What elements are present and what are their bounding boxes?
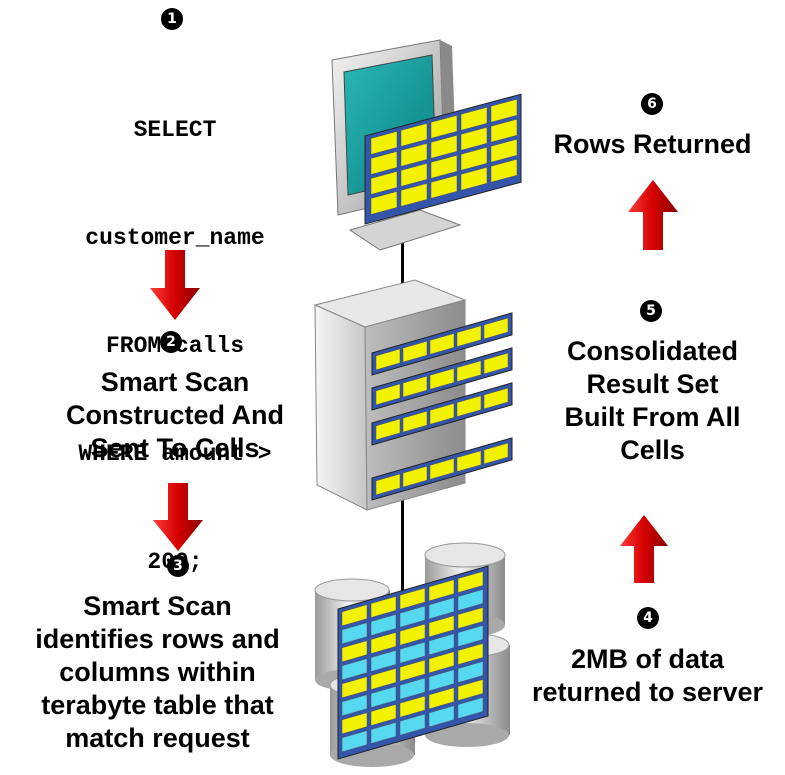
step-2-line: Smart Scan — [100, 367, 250, 397]
server-grid-3 — [371, 382, 513, 446]
sql-line: customer_name — [85, 225, 265, 251]
sql-line: WHERE amount > — [78, 441, 272, 467]
terabyte-table-grid — [337, 565, 489, 760]
server-grid-4 — [371, 437, 513, 501]
step-6-line: Rows Returned — [553, 129, 752, 159]
step-4-number: 4 — [637, 607, 659, 629]
step-1-number: 1 — [161, 8, 183, 30]
step-2-number: 2 — [160, 331, 182, 353]
step-4-line: returned to server — [531, 677, 764, 707]
step-6-text: Rows Returned — [515, 128, 785, 161]
sql-line: SELECT — [133, 117, 217, 143]
step-5-number: 5 — [640, 300, 662, 322]
down-arrow-2 — [153, 483, 203, 551]
step-5-text: Consolidated Result Set Built From All C… — [515, 335, 785, 467]
up-arrow-2 — [620, 515, 668, 583]
step-3-line: identifies rows and — [35, 624, 280, 654]
step-5-line: Built From All — [564, 402, 741, 432]
step-3-text: Smart Scan identifies rows and columns w… — [5, 590, 310, 755]
step-2-line: Constructed And — [66, 400, 284, 430]
sql-query: SELECT customer_name FROM calls WHERE am… — [30, 40, 320, 616]
step-5-line: Consolidated — [566, 336, 738, 366]
server-grid-2 — [371, 347, 513, 411]
step-4-text: 2MB of data returned to server — [510, 643, 785, 709]
step-3-line: match request — [65, 723, 250, 753]
step-3-line: terabyte table that — [41, 690, 274, 720]
server-grid-1 — [371, 312, 513, 376]
monitor-result-grid — [364, 93, 522, 225]
step-6-number: 6 — [641, 93, 663, 115]
sql-line: FROM calls — [105, 333, 245, 359]
step-5-line: Result Set — [586, 369, 719, 399]
up-arrow-1 — [628, 180, 678, 250]
down-arrow-1 — [150, 250, 200, 320]
step-3-line: Smart Scan — [83, 591, 232, 621]
step-4-line: 2MB of data — [570, 644, 724, 674]
step-2-text: Smart Scan Constructed And Sent To Cells — [25, 366, 325, 465]
step-3-number: 3 — [167, 555, 189, 577]
step-3-line: columns within — [59, 657, 256, 687]
step-2-line: Sent To Cells — [90, 433, 260, 463]
step-5-line: Cells — [620, 435, 685, 465]
